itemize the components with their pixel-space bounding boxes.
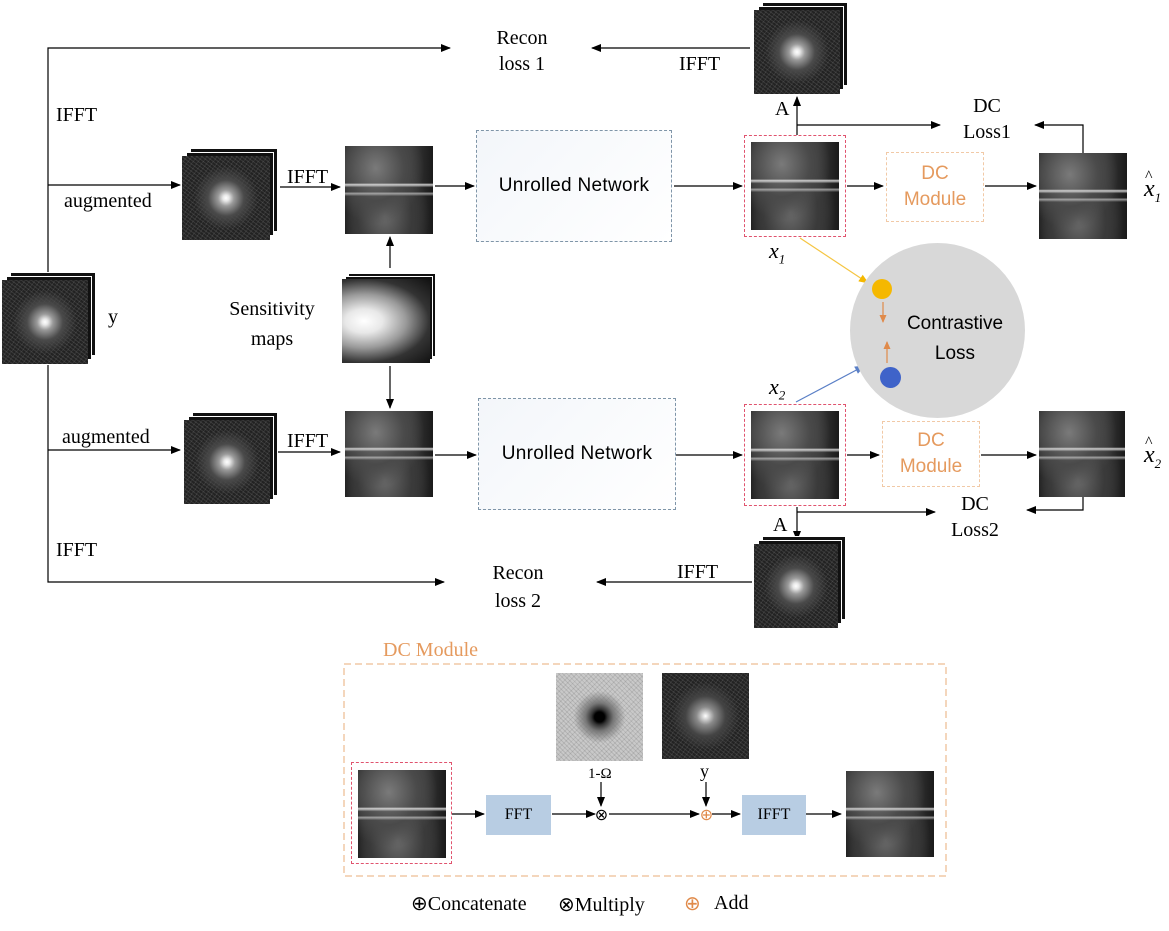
dc-detail-y-label: y	[700, 761, 709, 781]
dc-module-top: DC Module	[886, 152, 984, 222]
ifft-label-bottom-left: IFFT	[56, 539, 98, 561]
dc-detail-mask-image	[556, 673, 643, 761]
dc-detail-input-image	[358, 770, 446, 858]
dc-loss1-label: DC Loss1	[963, 95, 1011, 143]
x2-subscript: 2	[778, 387, 786, 403]
xhat2-label: x^2	[1144, 434, 1162, 475]
kspace-y-image	[2, 280, 88, 364]
ifft-label-top-mid: IFFT	[287, 166, 329, 188]
y-label: y	[108, 306, 118, 328]
zero-filled-image-bottom	[345, 411, 433, 497]
unrolled-network-bottom: Unrolled Network	[478, 398, 676, 510]
legend-add-symbol: ⊕	[684, 893, 701, 915]
kspace-a-top	[754, 10, 840, 94]
x1-subscript: 1	[778, 251, 786, 267]
multiply-operator: ⊗	[594, 805, 609, 824]
zero-filled-image-top	[345, 146, 433, 234]
add-operator: ⊕	[699, 805, 714, 824]
dc-module-detail-title: DC Module	[383, 639, 478, 661]
unrolled-network-top: Unrolled Network	[476, 130, 672, 242]
x1-letter: x	[769, 238, 779, 263]
x1-embedding-dot	[872, 279, 892, 299]
recon-loss-1-label: Recon loss 1	[496, 27, 548, 75]
unrolled-network-top-label: Unrolled Network	[498, 175, 650, 196]
kspace-a-bottom	[754, 544, 838, 628]
ifft-label-bottom-right: IFFT	[677, 561, 719, 583]
xhat1-label: x^1	[1144, 168, 1162, 209]
legend-concatenate: ⊕Concatenate	[411, 893, 527, 915]
augmented-label-bottom: augmented	[62, 426, 150, 448]
dc-detail-fft-block: FFT	[486, 795, 551, 835]
x2-embedding-dot	[880, 367, 901, 388]
dc-detail-fft-label: FFT	[504, 806, 533, 823]
dc-detail-ifft-label: IFFT	[757, 806, 791, 823]
dc-detail-y-kspace-image	[662, 673, 749, 759]
augmented-kspace-top	[182, 156, 270, 240]
dc-detail-ifft-block: IFFT	[742, 795, 806, 835]
dc-module-bottom: DC Module	[882, 421, 980, 487]
sensitivity-maps-image	[342, 279, 430, 363]
xhat1-image	[1039, 153, 1127, 239]
augmented-label-top: augmented	[64, 190, 152, 212]
recon-loss-2-label: Recon loss 2	[492, 562, 544, 612]
x1-label: x1	[769, 240, 785, 270]
x1-image	[751, 142, 839, 230]
ifft-label-bottom-mid: IFFT	[287, 430, 329, 452]
xhat1-letter: x^	[1144, 168, 1155, 202]
a-operator-bottom: A	[773, 514, 788, 536]
a-operator-top: A	[775, 98, 790, 120]
contrastive-loss-circle	[850, 243, 1025, 418]
ifft-label-top-left: IFFT	[56, 104, 98, 126]
dc-module-bottom-label: DC Module	[899, 430, 963, 477]
legend-add: Add	[714, 892, 749, 914]
dc-module-top-label: DC Module	[903, 163, 967, 210]
x2-frame	[744, 404, 846, 506]
dc-loss2-label: DC Loss2	[951, 493, 999, 541]
x1-frame	[744, 135, 846, 237]
unrolled-network-bottom-label: Unrolled Network	[501, 443, 653, 464]
x2-label: x2	[769, 376, 785, 406]
xhat2-subscript: 2	[1154, 455, 1162, 471]
xhat1-subscript: 1	[1154, 189, 1162, 205]
contrastive-loss-label: Contrastive Loss	[906, 313, 1004, 364]
dc-detail-output-image	[846, 771, 934, 857]
x2-image	[751, 411, 839, 499]
dc-detail-input-frame	[351, 762, 452, 864]
dc-detail-mask-label: 1-Ω	[588, 766, 612, 782]
sensitivity-maps-label: Sensitivity maps	[229, 298, 315, 350]
xhat2-letter: x^	[1144, 434, 1155, 468]
x2-letter: x	[769, 374, 779, 399]
ifft-label-top-right: IFFT	[679, 53, 721, 75]
legend-multiply: ⊗Multiply	[558, 894, 645, 916]
augmented-kspace-bottom	[184, 420, 270, 504]
xhat2-image	[1039, 411, 1125, 497]
